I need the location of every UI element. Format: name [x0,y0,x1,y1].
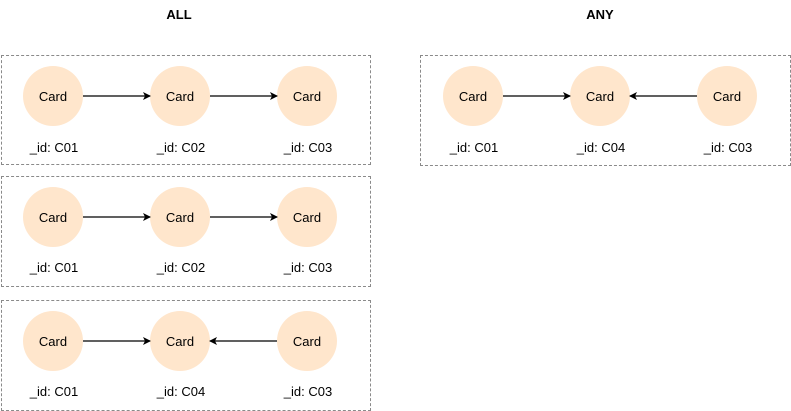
card-node[interactable]: Card [570,66,630,126]
card-label: Card [165,88,195,104]
card-label: Card [165,209,195,225]
id-label: _id: C03 [283,384,333,399]
card-node[interactable]: Card [277,66,337,126]
card-node[interactable]: Card [277,187,337,247]
id-label: _id: C02 [156,140,206,155]
card-node[interactable]: Card [443,66,503,126]
card-node[interactable]: Card [23,187,83,247]
id-label: _id: C02 [156,260,206,275]
card-label: Card [38,209,68,225]
id-label: _id: C01 [449,140,499,155]
id-label: _id: C01 [29,260,79,275]
card-node[interactable]: Card [150,311,210,371]
card-node[interactable]: Card [23,66,83,126]
card-label: Card [292,209,322,225]
card-label: Card [292,88,322,104]
card-label: Card [458,88,488,104]
all-group-1 [1,55,371,165]
id-label: _id: C03 [283,260,333,275]
section-title-any: ANY [586,7,614,22]
card-node[interactable]: Card [150,187,210,247]
card-label: Card [38,88,68,104]
card-label: Card [38,333,68,349]
card-node[interactable]: Card [277,311,337,371]
card-label: Card [585,88,615,104]
card-node[interactable]: Card [150,66,210,126]
id-label: _id: C03 [283,140,333,155]
id-label: _id: C01 [29,140,79,155]
card-label: Card [292,333,322,349]
id-label: _id: C04 [156,384,206,399]
card-node[interactable]: Card [23,311,83,371]
id-label: _id: C03 [703,140,753,155]
section-title-all: ALL [166,7,192,22]
card-label: Card [165,333,195,349]
id-label: _id: C04 [576,140,626,155]
id-label: _id: C01 [29,384,79,399]
all-group-2 [1,176,371,287]
card-label: Card [712,88,742,104]
card-node[interactable]: Card [697,66,757,126]
